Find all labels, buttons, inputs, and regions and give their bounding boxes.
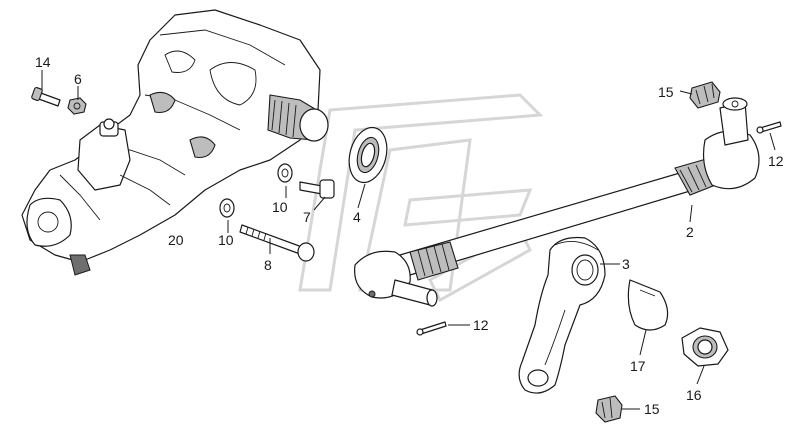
callout-15b: 15 xyxy=(644,401,660,417)
callout-8: 8 xyxy=(264,257,272,273)
cotter-pin-12b xyxy=(416,321,447,336)
bolt-14 xyxy=(31,87,61,107)
nut-6 xyxy=(67,97,87,115)
callout-16: 16 xyxy=(686,387,702,403)
callout-15a: 15 xyxy=(658,84,674,100)
callout-labels: 14 6 20 10 10 7 4 8 15 12 2 3 12 17 16 1… xyxy=(35,54,784,417)
callout-17: 17 xyxy=(630,358,646,374)
seal-4 xyxy=(348,126,388,184)
washer-10a xyxy=(277,163,293,183)
callout-12a: 12 xyxy=(768,153,784,169)
hex-nut-16 xyxy=(681,327,729,367)
castle-nut-15a xyxy=(689,81,721,109)
callout-6: 6 xyxy=(74,71,82,87)
callout-10a: 10 xyxy=(272,199,288,215)
drag-link-2 xyxy=(354,97,760,307)
callout-12b: 12 xyxy=(473,317,489,333)
pitman-arm-3 xyxy=(518,236,606,394)
callout-14: 14 xyxy=(35,54,51,70)
cotter-pin-12a xyxy=(756,121,782,134)
leader-lines xyxy=(41,70,776,410)
callout-4: 4 xyxy=(353,209,361,225)
castle-nut-15b xyxy=(595,395,623,423)
callout-3: 3 xyxy=(622,256,630,272)
callout-10b: 10 xyxy=(218,232,234,248)
callout-7: 7 xyxy=(303,209,311,225)
steering-gear-housing xyxy=(21,9,329,276)
washer-10b xyxy=(219,198,235,218)
callout-20: 20 xyxy=(168,232,184,248)
bolt-8 xyxy=(239,224,315,262)
bolt-7 xyxy=(299,179,335,199)
lock-plate-17 xyxy=(627,279,669,331)
callout-2: 2 xyxy=(686,224,694,240)
